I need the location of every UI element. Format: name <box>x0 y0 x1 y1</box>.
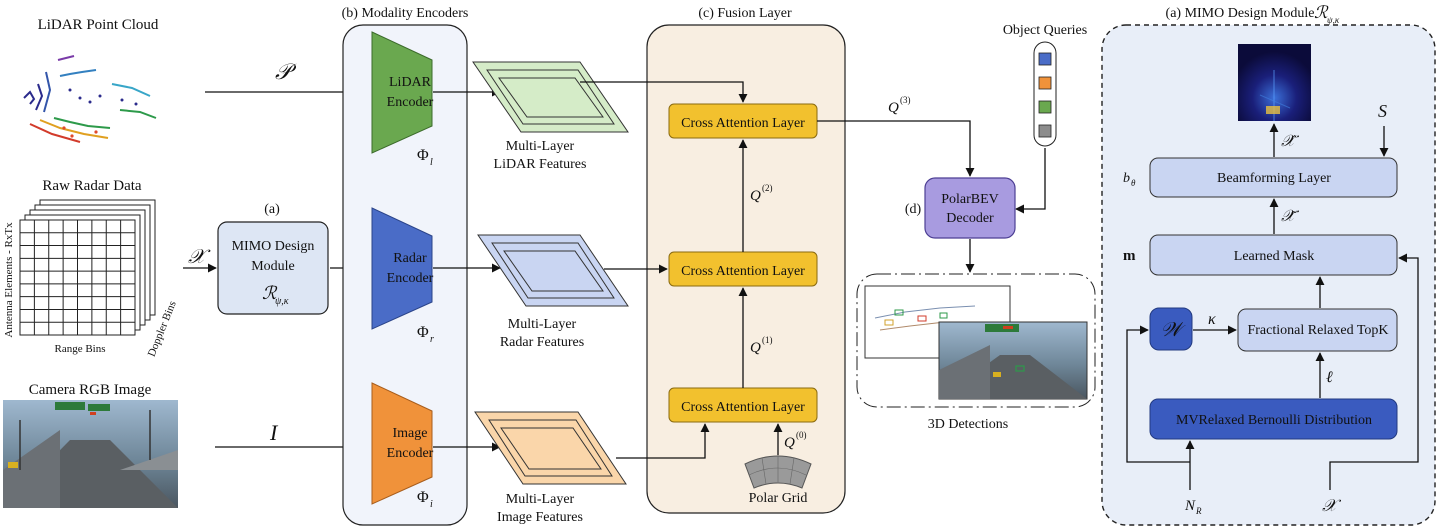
radar-y-axis-label: Antenna Elements - RxTx <box>3 222 15 338</box>
mimo-panel-title: (a) MIMO Design Module <box>1166 6 1315 21</box>
object-query-box <box>1038 76 1052 90</box>
q3-sup: (3) <box>900 95 911 105</box>
mimo-block-line2: Module <box>251 259 295 274</box>
detection-camera-image <box>938 321 1088 400</box>
image-features-line1: Multi-Layer <box>506 492 575 507</box>
camera-title: Camera RGB Image <box>29 382 152 398</box>
q0-label: Q <box>784 435 795 451</box>
radar-data-cube <box>19 199 156 336</box>
mimo-block-symbol-sub: ψ,κ <box>275 296 289 307</box>
radar-encoder <box>371 207 433 330</box>
nr-label: N <box>1184 498 1196 514</box>
lidar-encoder-phi-sub: l <box>430 157 433 168</box>
lidar-features-to-ca3-arrow <box>580 81 748 103</box>
w-symbol: 𝒲 <box>1161 319 1187 341</box>
q0-sup: (0) <box>796 430 807 440</box>
mimo-panel-title-symbol-sub: ψ,κ <box>1327 15 1340 25</box>
object-queries-capsule <box>1033 41 1057 147</box>
m-label: m <box>1123 248 1136 264</box>
object-query-box <box>1038 52 1052 66</box>
lidar-encoder <box>371 31 433 154</box>
learned-mask <box>1149 234 1398 276</box>
lidar-encoder-line2: Encoder <box>387 95 434 110</box>
learned-mask-label: Learned Mask <box>1234 249 1314 264</box>
radar-grid <box>20 220 135 335</box>
cross-attention-layer-1-label: Cross Attention Layer <box>681 400 805 415</box>
s-label: S <box>1378 101 1387 121</box>
radar-encoder-phi-sub: r <box>430 334 434 345</box>
ca3-to-decoder-arrow <box>817 120 975 177</box>
mvrelaxed-bernoulli <box>1149 398 1398 440</box>
mimo-block-symbol: ℛ <box>262 283 278 303</box>
lidar-features-line2: LiDAR Features <box>494 157 587 172</box>
radar-features-plane <box>477 234 629 307</box>
mimo-block-tag: (a) <box>264 202 280 217</box>
x-to-mask-arrow <box>1329 253 1419 490</box>
object-queries-title: Object Queries <box>1003 23 1087 38</box>
symbol-x: 𝒳 <box>188 246 211 268</box>
polar-grid-lines <box>748 455 807 485</box>
w-block <box>1149 307 1193 351</box>
decoder-line1: PolarBEV <box>941 192 999 207</box>
image-encoder-line1: Image <box>393 426 428 441</box>
detections-label: 3D Detections <box>928 417 1008 432</box>
kappa-label: κ <box>1208 311 1216 328</box>
cross-attention-layer-3-label: Cross Attention Layer <box>681 116 805 131</box>
q2-label: Q <box>750 188 761 204</box>
lidar-title: LiDAR Point Cloud <box>38 17 159 33</box>
radar-features-line2: Radar Features <box>500 335 584 350</box>
decoder-tag: (d) <box>905 202 922 217</box>
q1-sup: (1) <box>762 335 773 345</box>
encoders-panel-title: (b) Modality Encoders <box>342 6 469 21</box>
image-encoder <box>371 382 433 505</box>
b-theta-label: b <box>1123 171 1130 186</box>
radar-encoder-line1: Radar <box>393 251 427 266</box>
topk-label: Fractional Relaxed TopK <box>1247 323 1388 338</box>
image-encoder-line2: Encoder <box>387 446 434 461</box>
lidar-features-line1: Multi-Layer <box>506 139 575 154</box>
beamforming-layer <box>1149 157 1398 198</box>
cross-attention-layer-2-label: Cross Attention Layer <box>681 264 805 279</box>
ell-label: ℓ <box>1326 369 1333 386</box>
symbol-p: 𝒫 <box>275 59 297 84</box>
radar-x-axis-label: Range Bins <box>54 343 105 355</box>
object-query-box <box>1038 100 1052 114</box>
mimo-block-line1: MIMO Design <box>232 239 315 254</box>
beamformed-heatmap <box>1238 44 1311 121</box>
raw-radar-title: Raw Radar Data <box>42 178 141 194</box>
mimo-panel-title-symbol: ℛ <box>1314 3 1329 22</box>
fractional-relaxed-topk <box>1237 308 1398 352</box>
decoder-line2: Decoder <box>946 211 994 226</box>
lidar-encoder-line1: LiDAR <box>389 75 432 90</box>
image-encoder-phi: Φ <box>417 489 429 506</box>
q1-label: Q <box>750 340 761 356</box>
nr-sub: R <box>1195 506 1202 516</box>
polarbev-decoder <box>924 177 1016 239</box>
radar-features-line1: Multi-Layer <box>508 317 577 332</box>
b-theta-sub: θ <box>1131 178 1136 188</box>
image-features-plane <box>474 411 627 485</box>
queries-to-decoder-arrow <box>1015 148 1046 214</box>
nr-to-w-arrow <box>1126 325 1190 463</box>
mimo-design-module-block <box>217 221 329 315</box>
image-features-line2: Image Features <box>497 510 583 525</box>
image-encoder-phi-sub: i <box>430 499 433 510</box>
radar-encoder-phi: Φ <box>417 324 429 341</box>
beamforming-layer-label: Beamforming Layer <box>1217 171 1331 186</box>
object-queries-list <box>1038 52 1052 138</box>
q3-label: Q <box>888 100 899 116</box>
image-features-to-ca1-arrow <box>616 423 710 459</box>
polar-grid-label: Polar Grid <box>749 491 808 506</box>
lidar-point-cloud-image <box>5 38 195 158</box>
lidar-encoder-phi: Φ <box>417 147 429 164</box>
object-query-box <box>1038 124 1052 138</box>
lidar-features-plane <box>472 61 629 133</box>
camera-rgb-image <box>3 400 178 508</box>
radar-encoder-line2: Encoder <box>387 271 434 286</box>
bernoulli-label: MVRelaxed Bernoulli Distribution <box>1176 413 1372 428</box>
q2-sup: (2) <box>762 183 773 193</box>
fusion-panel-title: (c) Fusion Layer <box>698 6 792 21</box>
symbol-i: I <box>269 420 279 445</box>
